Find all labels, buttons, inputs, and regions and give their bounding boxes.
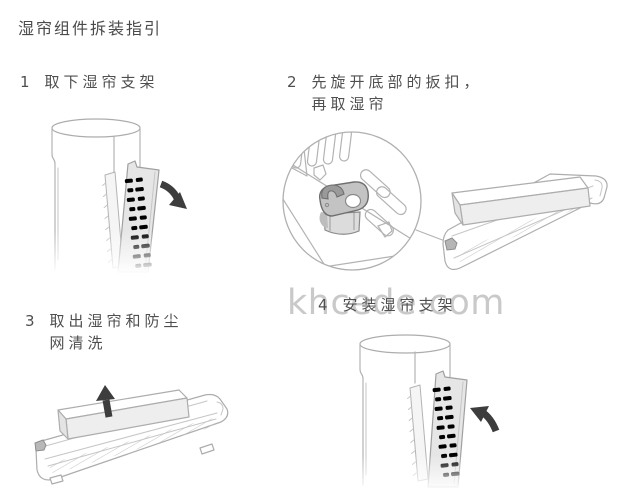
lift-arrow-icon [96,385,115,418]
step-3-number: 3 [25,312,35,330]
step-1-text: 取下湿帘支架 [44,73,159,91]
bracket-recess [102,171,124,269]
step-1-label: 1 取下湿帘支架 [20,71,159,93]
tray-latch [444,237,458,251]
step-3-text-line1: 取出湿帘和防尘 [49,312,183,330]
dust-filter-mesh [48,418,216,474]
remove-arrow-icon [159,180,187,209]
wet-curtain-bracket [427,370,468,488]
step-2-illustration [282,131,608,271]
step-1-number: 1 [20,73,30,91]
install-arrow-icon [470,406,500,433]
magnifier-circle [282,131,422,271]
tray-foot [49,474,64,485]
step-4-number: 4 [318,296,328,314]
step-2-text-line2: 再取湿帘 [311,95,388,113]
step-4-label: 4 安装湿帘支架 [318,294,457,316]
watermark: khcede.com [287,283,505,323]
bracket-recess [407,384,429,482]
step-2-number: 2 [287,73,297,91]
curtain-tray [442,173,608,271]
step-4-text: 安装湿帘支架 [342,296,457,314]
step-3-label: 3 取出湿帘和防尘 网清洗 [25,310,183,354]
step-2-text-line1: 先旋开底部的扳扣， [311,73,483,91]
wet-curtain-block [57,389,190,440]
wet-curtain-block [451,176,591,226]
tray-foot [199,443,215,455]
wet-curtain-bracket [117,160,160,273]
tower-body [359,334,451,486]
step-1-illustration [51,118,187,273]
page-title: 湿帘组件拆装指引 [18,19,163,38]
tray-latch [34,439,47,452]
step-4-illustration [359,334,500,488]
tower-body [51,118,141,271]
latch-knob [318,181,369,235]
step-2-label: 2 先旋开底部的扳扣， 再取湿帘 [287,71,483,115]
callout-line [415,229,446,242]
step-3-text-line2: 网清洗 [49,334,107,352]
step-3-illustration [34,385,229,485]
